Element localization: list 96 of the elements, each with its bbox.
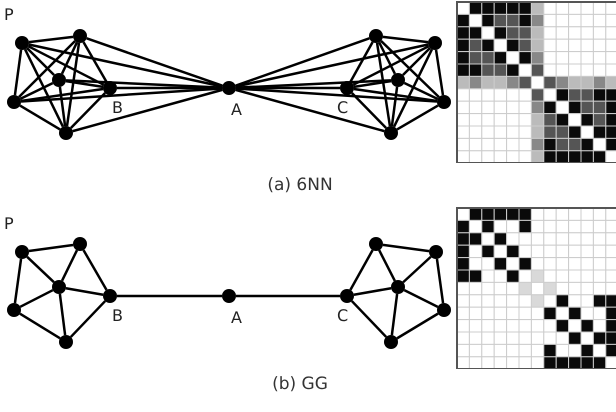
graph-edge [349, 42, 374, 82]
graph-vertex [59, 126, 73, 140]
graph-edge [19, 312, 61, 340]
graph-edge [58, 294, 66, 336]
graph-edge [14, 258, 22, 304]
graph-edge [82, 249, 108, 291]
vertex-label: P [4, 7, 14, 23]
graph-edge [392, 48, 434, 128]
graph-edge [378, 42, 396, 74]
graph-edge [404, 82, 438, 100]
graph-edge [26, 256, 55, 284]
vertex-label: C [337, 100, 348, 116]
graph-edge [14, 50, 22, 96]
graph-edge [236, 87, 438, 103]
graph-vertex [222, 289, 236, 303]
graph-edge [434, 50, 444, 96]
graph-edge [66, 80, 104, 88]
graph-vertex [15, 245, 29, 259]
graph-edge [404, 289, 438, 308]
graph-vertex [384, 126, 398, 140]
graph-edge [58, 86, 66, 126]
graph-edge [380, 40, 440, 98]
graph-vertex [73, 237, 87, 251]
vertex-label: P [4, 216, 14, 232]
graph-edge [19, 104, 61, 130]
graph-vertex [59, 335, 73, 349]
graph-vertex [384, 335, 398, 349]
graph-edge [402, 47, 431, 76]
graph-edge [18, 40, 76, 98]
graph-edge [436, 258, 444, 304]
graph-edge [378, 250, 396, 282]
graph-edge [28, 244, 74, 252]
graph-vertex [437, 95, 451, 109]
graph-vertex [52, 73, 66, 87]
graph-vertex [52, 280, 66, 294]
graph-edge [236, 43, 428, 88]
vertex-label: A [231, 310, 242, 326]
graph-edge [236, 294, 340, 298]
graph-edge [28, 43, 222, 88]
graph-edge [28, 36, 74, 44]
vertex-label: C [337, 308, 348, 324]
vertex-label: B [112, 100, 123, 116]
graph-edge [117, 294, 222, 298]
graph-vertex [437, 303, 451, 317]
graph-vertex [7, 303, 21, 317]
graph-edge [382, 36, 428, 44]
graph-edge [24, 48, 64, 128]
graph-edge [396, 312, 439, 340]
graph-vertex [340, 289, 354, 303]
graph-edge [66, 286, 104, 296]
graph-edge [354, 88, 438, 102]
graph-edge [20, 289, 54, 308]
subfigure-caption: (a) 6NN [267, 177, 333, 194]
graph-edge [352, 45, 430, 86]
graph-edge [86, 37, 223, 87]
graph-edge [376, 42, 392, 126]
graph-edge [390, 294, 398, 336]
graph-vertex [103, 289, 117, 303]
graph-vertex [391, 73, 405, 87]
graph-edge [354, 80, 392, 88]
vertex-label: A [231, 102, 242, 118]
graph-edge [60, 250, 78, 282]
graph-edge [351, 92, 387, 129]
graph-edge [235, 37, 370, 87]
graph-vertex [369, 29, 383, 43]
graph-edge [20, 82, 54, 100]
graph-vertex [340, 81, 354, 95]
graph-edge [20, 88, 104, 102]
graph-vertex [222, 81, 236, 95]
graph-edge [28, 45, 104, 86]
graph-vertex [15, 36, 29, 50]
subfigure-caption: (b) GG [272, 376, 328, 393]
graph-edge [349, 250, 374, 290]
graph-edge [66, 42, 80, 126]
graph-edge [70, 92, 106, 129]
graph-edge [350, 300, 388, 338]
graph-edge [354, 286, 392, 296]
graph-edge [390, 86, 398, 126]
graph-vertex [73, 29, 87, 43]
graph-edge [26, 47, 55, 76]
graph-vertex [428, 36, 442, 50]
graph-edge [20, 87, 222, 103]
graph-edge [396, 104, 439, 131]
graph-vertex [103, 81, 117, 95]
graph-edge [70, 300, 106, 338]
graph-edge [402, 256, 432, 284]
graph-vertex [7, 95, 21, 109]
graph-edge [72, 88, 223, 132]
graph-edge [235, 88, 385, 132]
graph-vertex [429, 245, 443, 259]
graph-edge [382, 244, 430, 252]
graph-vertex [391, 280, 405, 294]
graph-edge [82, 41, 108, 83]
graph-vertex [369, 237, 383, 251]
vertex-label: B [112, 308, 123, 324]
graph-edge [60, 42, 78, 74]
